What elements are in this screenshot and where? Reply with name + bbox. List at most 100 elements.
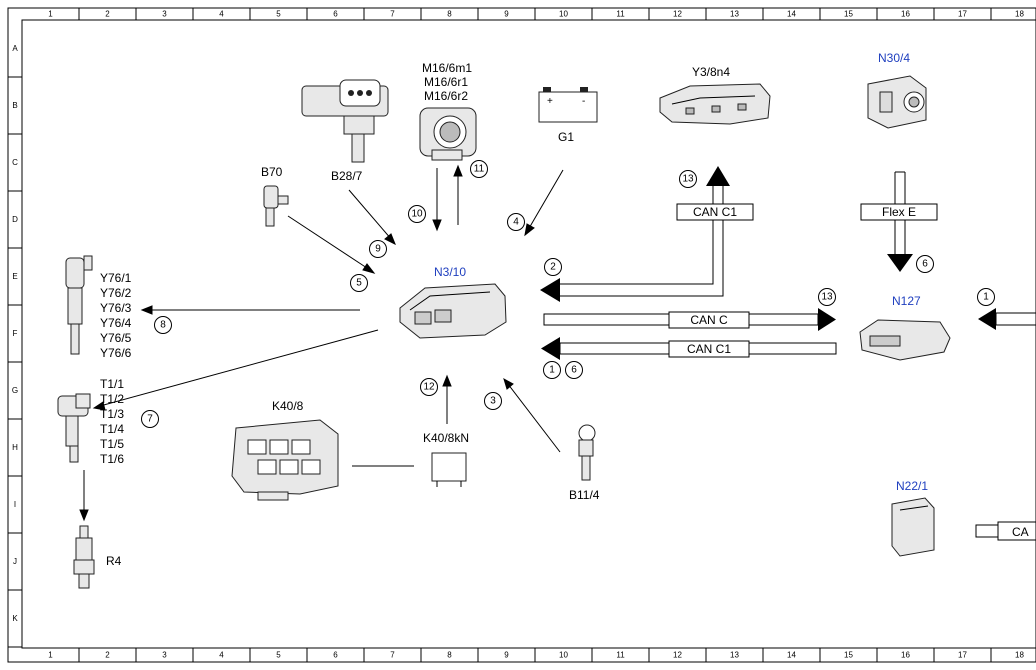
grid-bottom-6: 6 [333,651,338,660]
t1-2-label: T1/2 [100,392,124,406]
grid-row-F: F [13,329,18,338]
arrowhead-r4 [79,509,89,522]
svg-text:5: 5 [356,278,362,289]
callout-5: 5 [350,274,368,292]
n127-module-icon[interactable] [859,319,951,361]
grid-row-G: G [12,386,18,395]
grid-bottom-3: 3 [162,651,167,660]
grid-row-K: K [12,614,18,623]
grid-bottom-17: 17 [958,651,967,660]
y76-3-label: Y76/3 [100,301,132,315]
y76-6-label: Y76/6 [100,346,132,360]
callout-3: 3 [484,392,502,410]
grid-top-6: 6 [333,10,338,19]
can-c1-top-box [676,203,754,221]
t1-3-label: T1/3 [100,407,124,421]
k40-8kn-label: K40/8kN [423,431,469,445]
svg-text:2: 2 [550,262,556,273]
n30-4-module-icon[interactable] [867,75,927,129]
grid-row-D: D [12,215,18,224]
svg-text:12: 12 [423,382,435,393]
svg-text:13: 13 [821,292,833,303]
arrowhead-7 [92,401,106,411]
grid-top-4: 4 [219,10,224,19]
m16-6r2-label: M16/6r2 [424,89,468,103]
grid-row-E: E [12,272,17,281]
svg-text:1: 1 [983,292,989,303]
right-edge-bus-arrow [978,308,1036,330]
arrowhead-10 [432,219,442,232]
callout-7: 7 [141,410,159,428]
callout-12: 12 [420,378,438,396]
b11-4-sensor-icon[interactable] [578,424,596,481]
callout-6-bottom: 6 [565,361,583,379]
k40-8-fuse-box-icon[interactable] [231,419,339,501]
b70-sensor-icon[interactable] [263,185,289,227]
svg-text:13: 13 [682,174,694,185]
callout-13-top: 13 [679,170,697,188]
m16-6m1-label: M16/6m1 [422,61,472,75]
svg-text:11: 11 [474,164,485,175]
arrow-9 [348,189,393,241]
g1-battery-icon[interactable]: + - [538,87,598,123]
t1-4-label: T1/4 [100,422,124,436]
svg-text:8: 8 [160,320,166,331]
grid-bottom-10: 10 [559,651,568,660]
grid-bottom-11: 11 [616,651,625,660]
n22-1-module-icon[interactable] [891,497,935,557]
arrow-3 [507,383,561,453]
grid-top-11: 11 [616,10,625,19]
grid-left-ruler: ABCDEFGHIJKL [8,44,22,648]
svg-text:7: 7 [147,414,153,425]
grid-bottom-14: 14 [787,651,796,660]
grid-top-3: 3 [162,10,167,19]
y76-1-label: Y76/1 [100,271,132,285]
r4-spark-plug-icon[interactable] [73,525,95,589]
grid-top-16: 16 [901,10,910,19]
y76-injector-icon[interactable] [65,255,93,355]
y3-8n4-valve-body-icon[interactable] [659,83,771,125]
flex-e-box [860,203,938,221]
m16-6r1-label: M16/6r1 [424,75,468,89]
svg-text:+: + [547,96,553,107]
n3-10-ecu-icon[interactable] [399,283,507,339]
y76-4-label: Y76/4 [100,316,132,330]
t1-6-label: T1/6 [100,452,124,466]
callout-11: 11 [470,160,488,178]
callout-13-n127: 13 [818,288,836,306]
grid-row-J: J [13,557,17,566]
b70-label: B70 [261,165,283,179]
t1-ignition-coil-icon[interactable] [57,393,91,463]
n22-1-bus [975,521,1036,541]
n3-10-label: N3/10 [434,265,466,279]
callout-9: 9 [369,240,387,258]
grid-bottom-1: 1 [48,651,53,660]
grid-row-C: C [12,158,18,167]
can-c-box [668,311,750,329]
grid-bottom-2: 2 [105,651,110,660]
y76-5-label: Y76/5 [100,331,132,345]
svg-text:4: 4 [513,217,519,228]
can-c1-top-label: CAN C1 [693,205,737,219]
b28-7-sensor-icon[interactable] [301,79,389,163]
m16-6-throttle-icon[interactable] [419,107,477,161]
grid-top-2: 2 [105,10,110,19]
arrowhead-11 [453,164,463,177]
grid-bottom-12: 12 [673,651,682,660]
grid-bottom-18: 18 [1015,651,1024,660]
arrowhead-4 [524,223,535,237]
n30-4-label: N30/4 [878,51,910,65]
callout-8: 8 [154,316,172,334]
grid-row-A: A [12,44,18,53]
arrowhead-8 [140,305,153,315]
diagram-inner-frame [21,19,1036,649]
grid-top-5: 5 [276,10,281,19]
arrowhead-12 [442,374,452,387]
y76-2-label: Y76/2 [100,286,132,300]
k40-8kn-relay-icon[interactable] [431,452,467,487]
grid-bottom-16: 16 [901,651,910,660]
flex-e-label: Flex E [882,205,916,219]
n127-label: N127 [892,294,921,308]
